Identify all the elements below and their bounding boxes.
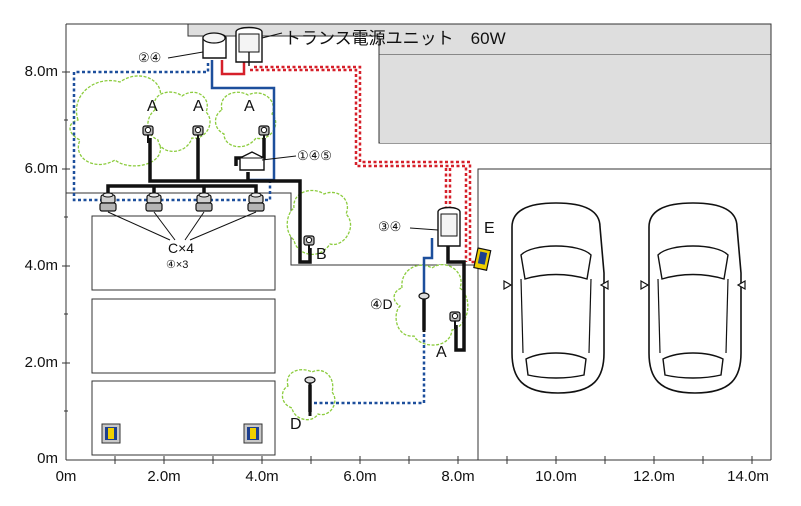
label-b: B — [316, 246, 327, 263]
shrubs — [69, 75, 469, 421]
label-a4: A — [436, 344, 447, 361]
post-light-d-icon — [418, 292, 430, 332]
y-tick-2: 2.0m — [24, 354, 58, 371]
wall-light-e-icon — [473, 247, 492, 271]
cable-blue-dotted — [72, 63, 426, 405]
transformer-main — [235, 26, 263, 66]
transformer-3-leader — [409, 227, 439, 231]
x-tick-4: 4.0m — [245, 468, 279, 485]
spotlight-a2-icon — [192, 125, 204, 144]
callout-c-count: C×4 — [168, 240, 195, 256]
transformer-3 — [437, 206, 461, 247]
x-tick-0: 0m — [55, 468, 77, 485]
deck-light-c-icon — [195, 192, 213, 212]
junction-leader — [261, 155, 297, 161]
paving-stone-3 — [91, 380, 276, 456]
callout-c-sub: ④×3 — [166, 259, 189, 271]
cable-red — [220, 58, 246, 76]
deck-light-c-icon — [247, 192, 265, 212]
junction-box — [239, 151, 265, 171]
cable-red-dotted — [250, 65, 480, 264]
label-d-low: D — [290, 416, 302, 433]
label-e: E — [484, 220, 495, 237]
ground-light-icon — [101, 423, 121, 444]
callout-d-mid: ④D — [370, 296, 393, 312]
callout-trans-top: ②④ — [138, 50, 162, 65]
y-tick-4: 4.0m — [24, 257, 58, 274]
post-light-d-icon — [304, 376, 316, 416]
car-1 — [503, 202, 609, 394]
c-leader-lines — [107, 211, 257, 241]
y-tick-0: 0m — [37, 450, 58, 467]
title-leader — [261, 32, 283, 39]
deck-light-c-icon — [99, 192, 117, 212]
transformer-2 — [202, 32, 227, 59]
label-a2: A — [193, 98, 204, 115]
label-a1: A — [147, 98, 158, 115]
callout-junction: ①④⑤ — [297, 148, 332, 163]
ground-light-icon — [243, 423, 263, 444]
building-inner — [380, 56, 771, 143]
y-tick-8: 8.0m — [24, 63, 58, 80]
x-tick-marks — [114, 456, 753, 464]
label-a3: A — [244, 98, 255, 115]
y-tick-6: 6.0m — [24, 160, 58, 177]
x-tick-8: 8.0m — [441, 468, 475, 485]
paving-stone-2 — [91, 298, 276, 374]
callout-leader — [167, 51, 204, 59]
diagram-title: トランス電源ユニット 60W — [284, 29, 506, 48]
deck-light-c-icon — [145, 192, 163, 212]
paving-stone-1 — [91, 215, 276, 291]
x-tick-6: 6.0m — [343, 468, 377, 485]
callout-trans-mid: ③④ — [378, 219, 402, 234]
spotlight-a3-icon — [258, 125, 270, 144]
y-tick-marks — [62, 71, 70, 412]
x-tick-14: 14.0m — [727, 468, 769, 485]
parking-area — [477, 168, 771, 460]
car-2 — [640, 202, 746, 394]
x-tick-12: 12.0m — [633, 468, 675, 485]
x-tick-10: 10.0m — [535, 468, 577, 485]
x-tick-2: 2.0m — [147, 468, 181, 485]
